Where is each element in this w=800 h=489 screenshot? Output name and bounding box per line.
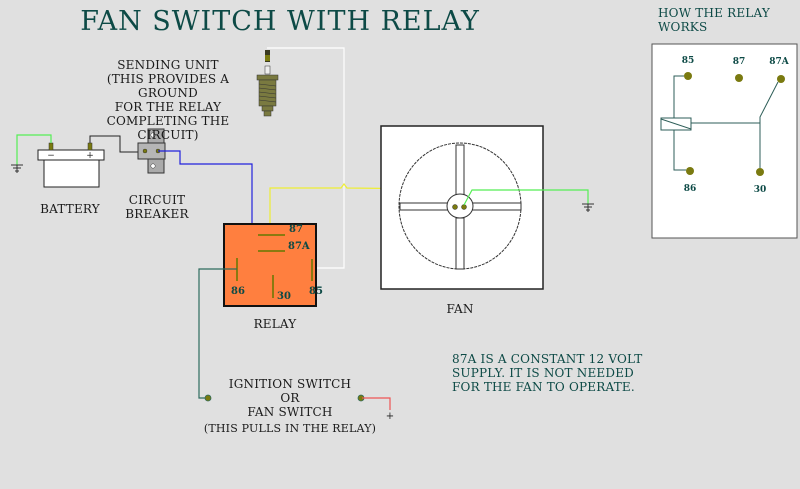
fan-ground-wire — [463, 189, 589, 206]
fan-blade-right — [471, 202, 522, 211]
sending-unit-note-line: (THIS PROVIDES A GROUND — [106, 72, 230, 100]
fan-hub — [446, 193, 474, 219]
relay-label-30: 30 — [277, 291, 291, 302]
how-relay-works-title-line: HOW THE RELAY — [658, 6, 770, 20]
relay: 87 87A 86 30 85 — [223, 223, 323, 307]
battery: − + — [37, 142, 105, 188]
relay-body — [223, 223, 317, 307]
switch-positive-wire — [362, 397, 391, 410]
relay-label-85: 85 — [309, 286, 323, 297]
relay-label-87: 87 — [289, 224, 303, 235]
sending-unit-note-line: COMPLETING THE CIRCUIT) — [106, 114, 230, 142]
note-line: 87A IS A CONSTANT 12 VOLT — [452, 352, 643, 366]
relay-86-to-switch-wire — [198, 268, 237, 399]
hrw-terminal-86 — [686, 167, 694, 175]
circuit-breaker-label: CIRCUIT BREAKER — [112, 193, 202, 221]
ground-symbol-icon — [582, 203, 594, 212]
fan-blade-left — [399, 202, 449, 211]
battery-negative-terminal — [48, 142, 54, 151]
ground-symbol-icon — [11, 164, 23, 173]
how-relay-works-panel: 85 87 87A 86 30 — [651, 43, 798, 239]
circuit-breaker — [137, 128, 166, 174]
switch-label: IGNITION SWITCH OR FAN SWITCH (THIS PULL… — [195, 377, 385, 436]
fan — [380, 125, 544, 290]
hrw-label-86: 86 — [684, 184, 697, 194]
battery-body — [43, 159, 100, 188]
how-relay-works-title-line: WORKS — [658, 20, 708, 34]
breaker-terminal-in — [142, 148, 148, 154]
sending-unit-note-line: FOR THE RELAY — [114, 100, 222, 114]
hrw-terminal-87 — [735, 74, 743, 82]
circuit-breaker-label-line: CIRCUIT — [128, 193, 186, 207]
note-line: SUPPLY. IT IS NOT NEEDED — [452, 366, 634, 380]
switch-terminal-left — [204, 394, 212, 402]
diagram-title: FAN SWITCH WITH RELAY — [80, 6, 480, 37]
sending-unit — [256, 50, 279, 117]
note-87a: 87A IS A CONSTANT 12 VOLT SUPPLY. IT IS … — [452, 352, 672, 394]
battery-label: BATTERY — [40, 202, 100, 216]
fan-terminal-ground — [461, 204, 467, 210]
battery-positive-terminal — [87, 142, 93, 151]
relay-label: RELAY — [253, 317, 297, 331]
fan-blade-bottom — [455, 217, 465, 270]
hrw-label-87a: 87A — [769, 57, 790, 67]
hrw-label-85: 85 — [682, 56, 695, 66]
hrw-label-30: 30 — [754, 185, 767, 195]
sending-unit-title: SENDING UNIT — [117, 58, 219, 72]
hrw-terminal-87a — [777, 75, 785, 83]
hrw-coil-slash — [660, 118, 692, 130]
switch-label-line: IGNITION SWITCH — [228, 377, 352, 391]
fan-terminal-power — [452, 204, 458, 210]
hrw-switch-arm — [759, 81, 779, 168]
circuit-breaker-label-line: BREAKER — [125, 207, 189, 221]
hrw-terminal-30 — [756, 168, 764, 176]
fan-label: FAN — [446, 302, 474, 316]
switch-label-line: FAN SWITCH — [247, 405, 333, 419]
battery-to-breaker-wire — [89, 135, 144, 153]
battery-ground-wire — [16, 134, 52, 165]
hrw-label-87: 87 — [733, 57, 746, 67]
sender-to-relay-85-wire — [267, 47, 345, 269]
switch-note: (THIS PULLS IN THE RELAY) — [203, 422, 377, 435]
sending-unit-label: SENDING UNIT (THIS PROVIDES A GROUND FOR… — [78, 58, 258, 142]
relay-label-87a: 87A — [288, 241, 310, 252]
battery-top — [37, 149, 105, 161]
battery-positive-sign: + — [86, 151, 94, 161]
how-relay-works-title: HOW THE RELAY WORKS — [658, 6, 798, 34]
relay-label-86: 86 — [231, 286, 245, 297]
note-line: FOR THE FAN TO OPERATE. — [452, 380, 635, 394]
switch-label-line: OR — [280, 391, 300, 405]
hrw-terminal-85 — [684, 72, 692, 80]
switch-positive-sign: + — [386, 411, 394, 422]
battery-negative-sign: − — [47, 151, 55, 161]
fan-blade-top — [455, 144, 465, 196]
